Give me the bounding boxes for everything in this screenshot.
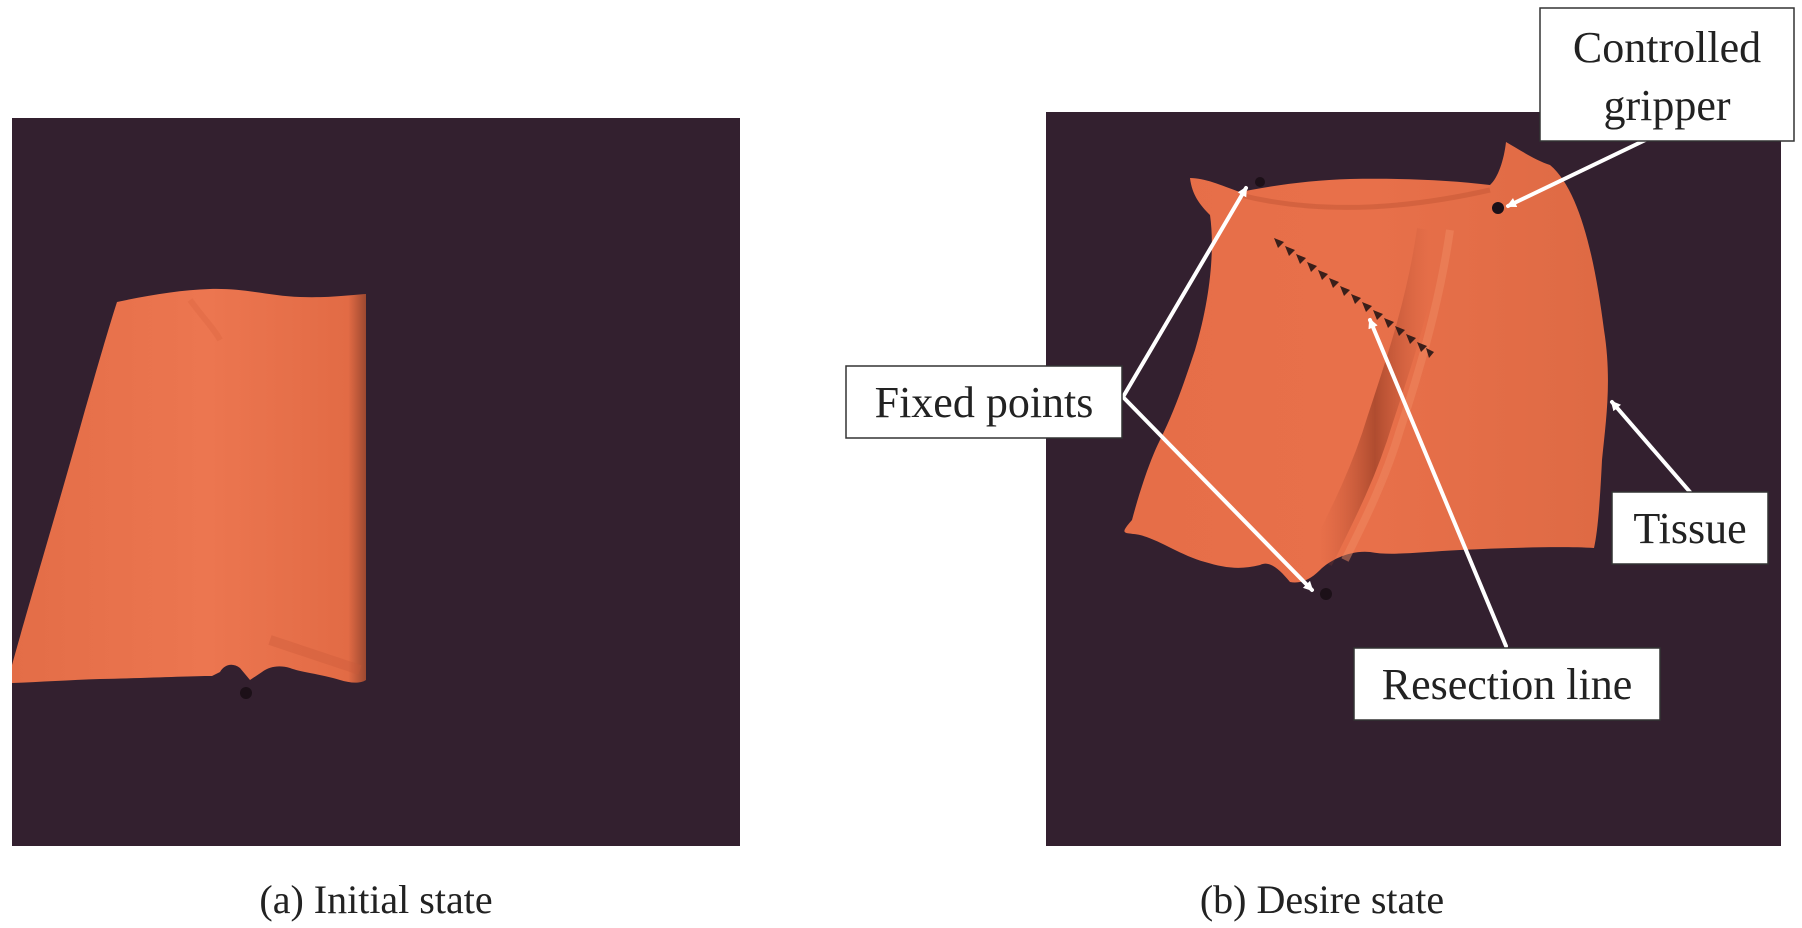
tissue-desired (1124, 142, 1608, 583)
resection-line-markers (1274, 238, 1434, 358)
arrow-gripper (1506, 130, 1664, 208)
fixed-point-marker-bottom (1320, 588, 1332, 600)
label-box-resection-line (1353, 647, 1661, 721)
arrow-tissue (1610, 400, 1692, 494)
caption-desired: (b) Desire state (1200, 877, 1444, 922)
panel-initial: (a) Initial state (12, 118, 740, 922)
label-fixed-points: Fixed points (845, 365, 1123, 439)
label-tissue-text: Tissue (1633, 504, 1746, 553)
label-fixed-points-text: Fixed points (875, 378, 1094, 427)
label-resection-line: Resection line (1353, 647, 1661, 721)
caption-initial: (a) Initial state (259, 877, 492, 922)
label-controlled-gripper-line1: Controlled (1573, 23, 1761, 72)
annotation-arrows (1121, 130, 1692, 648)
label-resection-line-text: Resection line (1382, 660, 1633, 709)
label-box-tissue (1611, 491, 1769, 565)
tissue-desired-fold-highlight (1341, 229, 1454, 562)
arrow-fixed-top (1121, 186, 1248, 399)
arrow-fixed-bottom (1121, 395, 1314, 592)
tissue-desired-fold (1308, 228, 1443, 566)
panel-desired: Controlled gripper Fixed points Tissue R… (845, 7, 1795, 922)
label-box-fixed-points (845, 365, 1123, 439)
label-controlled-gripper: Controlled gripper (1539, 7, 1795, 142)
tissue-desired-top-crease (1239, 187, 1491, 210)
gripper-marker (1492, 202, 1504, 214)
tissue-initial-wrinkle-bottom (268, 635, 362, 675)
fixed-point-marker-top (1255, 177, 1265, 187)
tissue-initial-wrinkle-top (187, 298, 223, 342)
label-controlled-gripper-line2: gripper (1603, 81, 1730, 130)
label-box-controlled-gripper (1539, 7, 1795, 142)
arrow-resection (1368, 318, 1508, 648)
fixed-point-marker-initial (240, 687, 252, 699)
tissue-initial (12, 288, 366, 683)
label-tissue: Tissue (1611, 491, 1769, 565)
